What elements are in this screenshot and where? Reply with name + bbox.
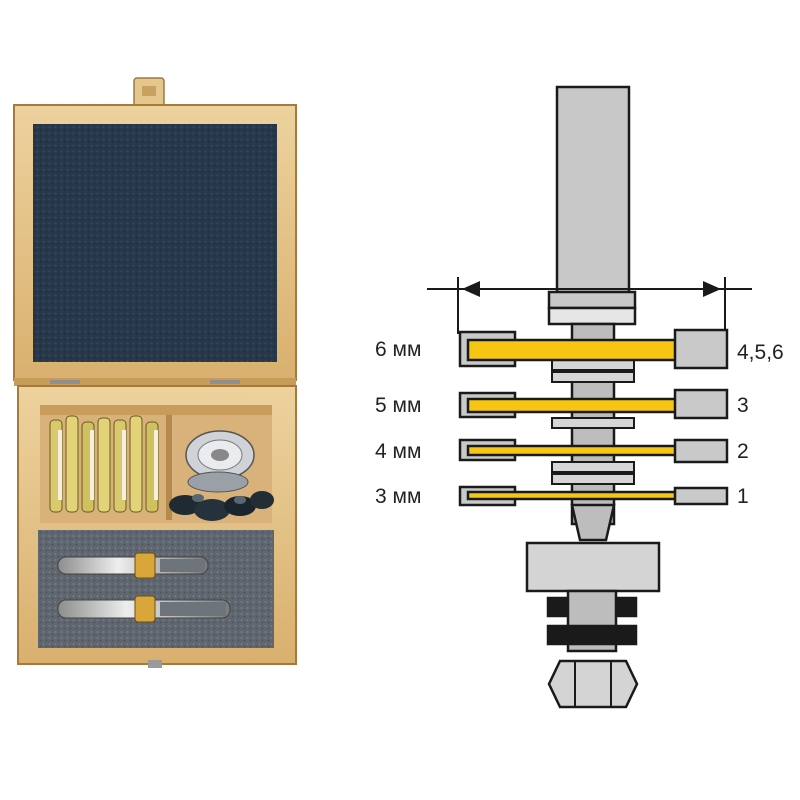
- router-arbor-1: [57, 552, 209, 579]
- cutter-3mm: [458, 485, 729, 507]
- base-foam: [38, 530, 274, 648]
- cutter-4mm: [458, 438, 729, 464]
- cutter-5mm: [458, 388, 729, 420]
- position-label-1: 1: [737, 485, 749, 508]
- cutter-set-diagram: [427, 85, 752, 709]
- router-arbor-2: [57, 595, 231, 623]
- thread-rings: [551, 359, 635, 485]
- cutter-6mm: [458, 328, 729, 370]
- position-label-2: 2: [737, 440, 749, 463]
- slotted-cutter-discs: [49, 415, 159, 513]
- shank: [555, 85, 631, 299]
- lid-foam: [33, 124, 277, 362]
- thickness-label-3mm: 3 мм: [375, 485, 421, 508]
- position-label-456: 4,5,6: [737, 341, 784, 364]
- nuts-and-washers: [169, 491, 274, 521]
- position-label-3: 3: [737, 394, 749, 417]
- box-hinge: [14, 378, 296, 386]
- bearing: [525, 541, 661, 593]
- router-bit-box-photo: [13, 77, 297, 668]
- thickness-label-4mm: 4 мм: [375, 440, 421, 463]
- width-dimension: [427, 277, 752, 334]
- thickness-label-5mm: 5 мм: [375, 394, 421, 417]
- thickness-label-6mm: 6 мм: [375, 338, 421, 361]
- bearing-stack: [185, 430, 255, 493]
- lock-nut-assembly: [546, 589, 639, 709]
